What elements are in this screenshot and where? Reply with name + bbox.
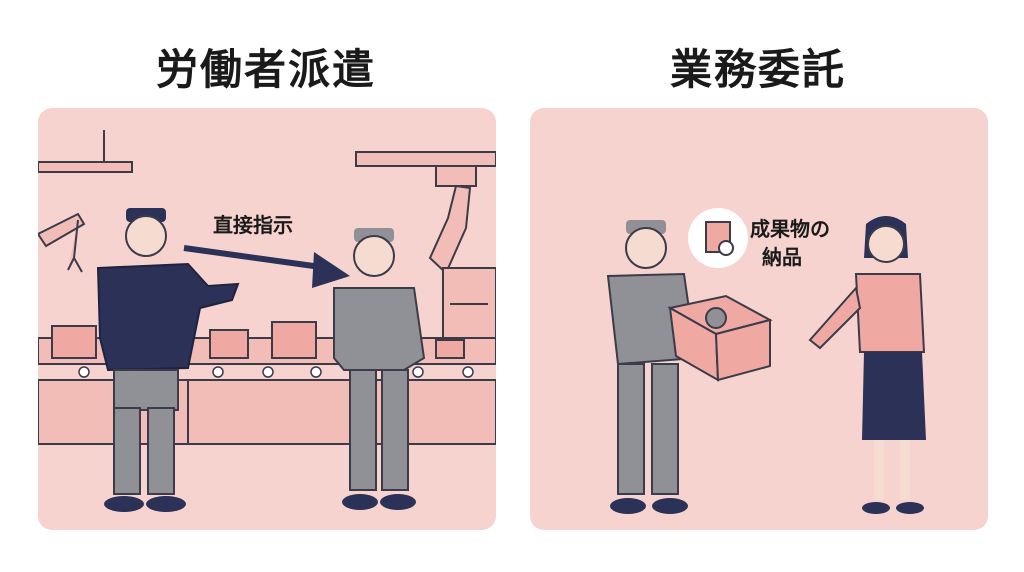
robot-arm-right — [428, 184, 496, 339]
panel-worker-dispatch: 直接指示 — [38, 108, 496, 530]
callout-deliverables-line1: 成果物の — [750, 217, 830, 241]
callout-deliverables-line2: 納品 — [762, 245, 802, 269]
client-figure — [808, 216, 926, 514]
deliverable-box — [667, 294, 773, 382]
document-check-icon — [688, 208, 748, 268]
panel-outsourcing: 成果物の 納品 — [530, 108, 988, 530]
callout-direct-instruction: 直接指示 — [213, 213, 293, 237]
robot-arm-left — [38, 212, 86, 273]
ceiling-beam-left — [38, 130, 133, 173]
title-outsourcing: 業務委託 — [669, 45, 846, 94]
ceiling-robot-rail — [355, 151, 496, 187]
delivery-scene-illustration — [606, 208, 926, 514]
factory-scene-illustration — [38, 130, 496, 512]
contractor-figure — [606, 220, 698, 514]
dispatched-worker-figure — [333, 228, 426, 510]
supervisor-figure — [96, 208, 240, 512]
direct-instruction-arrow — [183, 245, 350, 288]
cardboard-boxes — [51, 321, 465, 359]
title-worker-dispatch: 労働者派遣 — [155, 45, 376, 94]
